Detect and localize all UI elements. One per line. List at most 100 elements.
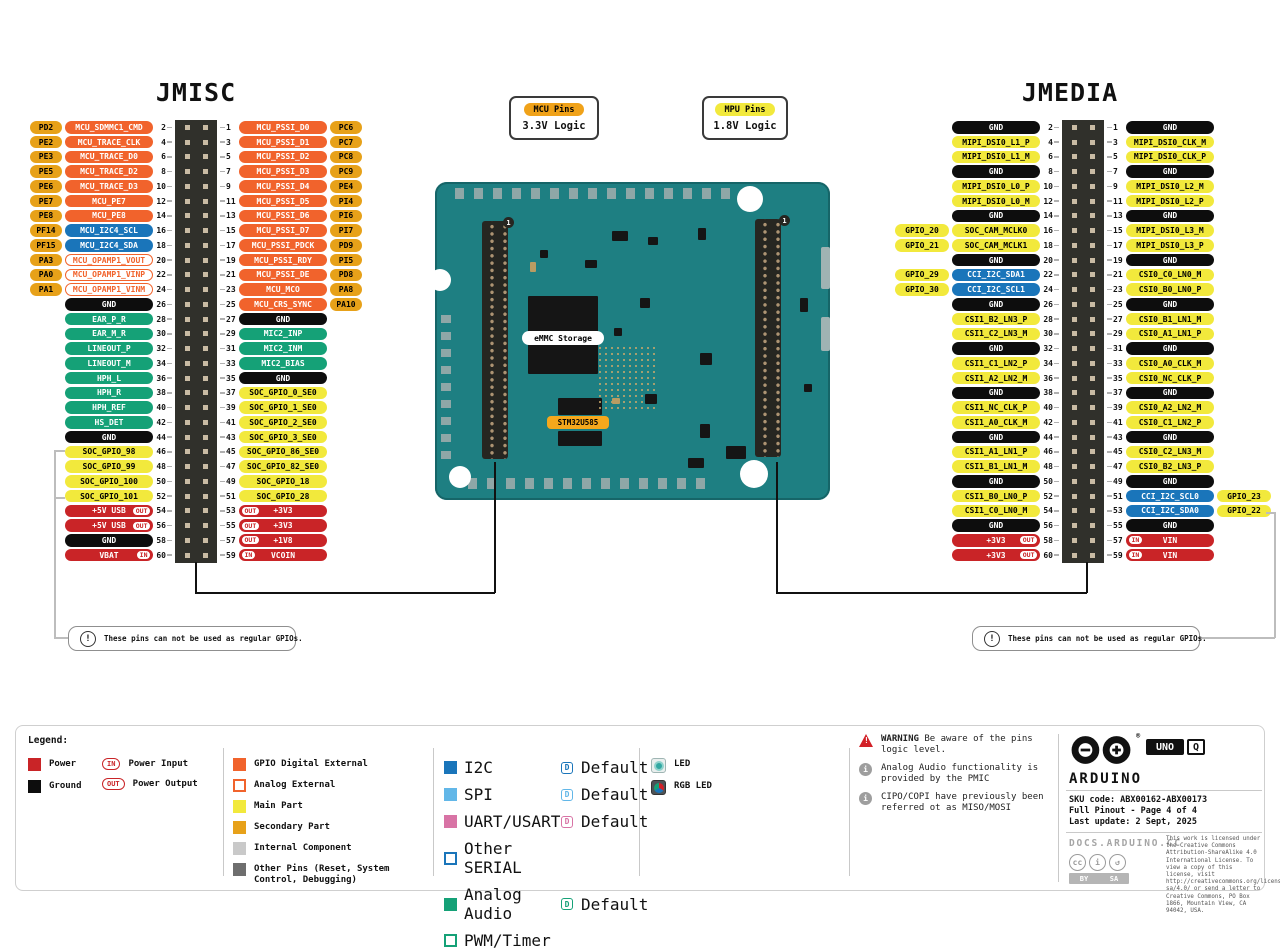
docs-arduino-link[interactable]: DOCS.ARDUINO.CC <box>1069 838 1182 849</box>
pin-tick <box>1054 274 1059 276</box>
header-pin <box>1071 493 1077 499</box>
pin-number: 20 <box>1043 256 1059 265</box>
legend-label: Main Part <box>254 801 303 811</box>
header-pin <box>1089 124 1095 130</box>
rgb-icon <box>651 780 666 795</box>
exclamation-icon: ! <box>984 630 1000 647</box>
note-text: These pins can not be used as regular GP… <box>1008 634 1207 643</box>
pin-number: 24 <box>156 285 172 294</box>
pin-label-text: MIPI_DSI0_L2_P <box>1136 196 1204 206</box>
pin-label: PI4 <box>330 194 362 208</box>
pin-tick <box>1054 539 1059 542</box>
pin-labels: SOC_GPIO_82_SE0 <box>239 460 362 473</box>
pin-number: 46 <box>156 447 172 456</box>
pin-label-text: GND <box>101 299 117 309</box>
pin-label-text: PA10 <box>336 299 356 309</box>
divider <box>639 748 640 876</box>
legend-label: Ground <box>49 781 82 791</box>
header-pin <box>184 434 190 440</box>
pin-labels: GND <box>239 312 362 326</box>
pin-tick <box>220 495 225 497</box>
header-pin <box>1071 331 1077 337</box>
pin-label-text: MCU_PE8 <box>92 211 126 221</box>
pin-number: 15 <box>220 226 236 235</box>
pin-label: PE5 <box>30 165 62 178</box>
pin-tick <box>167 229 172 232</box>
header-pin <box>184 493 190 499</box>
smd-component <box>700 424 710 438</box>
pin-number: 32 <box>156 344 172 353</box>
header-pin <box>202 169 208 175</box>
pin-label: GND <box>65 298 153 311</box>
pin-label-text: MCU_PSSI_DE <box>256 270 310 280</box>
pin-label: PI5 <box>330 253 362 267</box>
pin-tick <box>1107 318 1112 320</box>
pin-number: 9 <box>1107 182 1123 191</box>
pin-labels: CSI1_B0_LN0_P <box>895 489 1040 503</box>
pin-header-strip <box>175 518 217 533</box>
header-pin <box>1089 287 1095 293</box>
pin-label-text: GND <box>101 432 117 442</box>
pin-tick <box>220 229 225 232</box>
pin-label-text: GND <box>1162 388 1178 398</box>
pin-number: 2 <box>1043 123 1059 132</box>
pin-number: 33 <box>220 359 236 368</box>
pin-labels: SOC_GPIO_2_SE0 <box>239 416 362 429</box>
pin-tick <box>220 259 225 261</box>
pin-header-strip <box>175 179 217 194</box>
pin-tick <box>1107 377 1112 379</box>
footer-note: WARNING Be aware of the pins logic level… <box>859 734 1064 756</box>
led-icon <box>651 758 666 773</box>
pin-labels: HPH_R <box>30 386 153 400</box>
header-pin <box>184 287 190 293</box>
pin-label-text: CSI1_C1_LN2_P <box>964 358 1028 368</box>
pin-label-text: CSI1_A1_LN1_P <box>964 447 1028 457</box>
jmisc-title: JMISC <box>155 78 237 107</box>
pin-header-strip <box>1062 149 1104 165</box>
pin-header-strip <box>175 444 217 460</box>
pin-label-text: MCU_PSSI_D2 <box>256 152 310 162</box>
pin-label-text: PE8 <box>38 211 54 221</box>
pin-labels: GND <box>895 209 1040 223</box>
pin-label: GND <box>1126 298 1214 311</box>
pin-label-text: +3V3 <box>986 535 1006 545</box>
pin-number: 47 <box>1107 462 1123 471</box>
pin-labels: GND <box>895 519 1040 532</box>
pin-label-text: CSI1_A2_LN2_M <box>964 373 1028 383</box>
pin-label: MIPI_DSI0_L1_M <box>952 150 1040 164</box>
pin-tick <box>167 362 172 365</box>
pin-header-strip <box>1062 370 1104 386</box>
pin-number: 39 <box>1107 403 1123 412</box>
header-pin <box>1089 183 1095 189</box>
pin-labels: EAR_M_R <box>30 327 153 341</box>
pin-label-text: MIPI_DSI0_L3_M <box>1136 226 1204 236</box>
cc-icons: cc i ↺ <box>1069 854 1126 871</box>
header-pin <box>184 464 190 470</box>
header-pin <box>1071 360 1077 366</box>
header-pin <box>202 183 208 189</box>
pin-number: 48 <box>1043 462 1059 471</box>
note-bracket <box>54 637 68 639</box>
pin-labels: SOC_GPIO_0_SE0 <box>239 386 362 400</box>
pin-number: 27 <box>1107 315 1123 324</box>
pin-tick <box>1054 318 1059 320</box>
smd-component <box>640 298 650 308</box>
pin-label: CSI0_A2_LN2_M <box>1126 401 1214 414</box>
